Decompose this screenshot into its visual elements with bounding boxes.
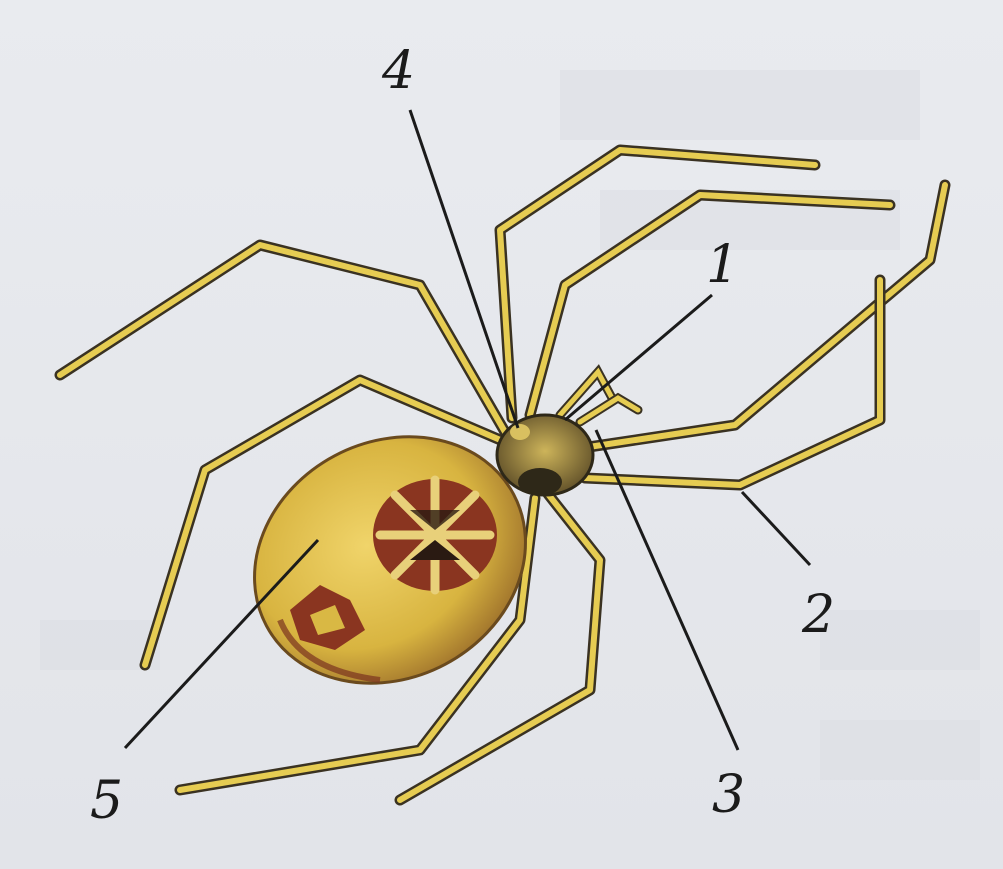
label-2: 2: [801, 585, 835, 645]
spider-cephalothorax: [497, 415, 593, 496]
leg-8: [585, 280, 880, 485]
label-3: 3: [712, 765, 745, 825]
abdomen-star-marking: [373, 479, 497, 591]
label-5: 5: [90, 771, 123, 831]
label-4: 4: [381, 41, 415, 101]
background-print: [40, 70, 980, 780]
leg-1: [60, 245, 505, 432]
label-1: 1: [706, 235, 739, 295]
leader-line-2: [742, 492, 810, 565]
leader-line-1: [565, 295, 712, 420]
